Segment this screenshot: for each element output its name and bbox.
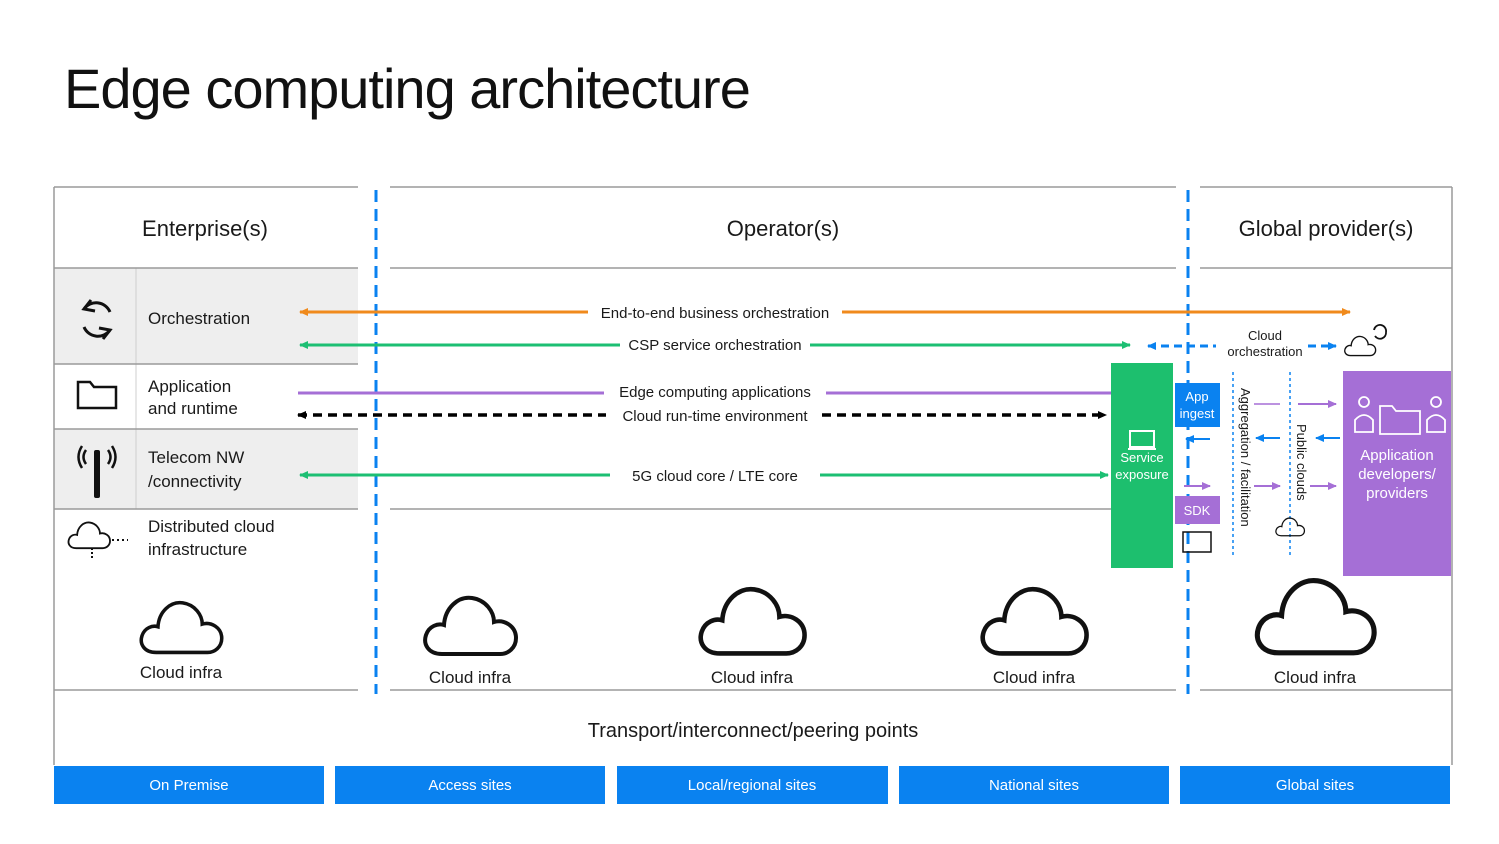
row-label-telecom: Telecom NW — [148, 448, 244, 467]
flow-label-csp: CSP service orchestration — [628, 337, 801, 354]
site-label-global: Global sites — [1276, 777, 1354, 794]
app-ingest-box — [1175, 383, 1220, 427]
site-access — [335, 766, 605, 804]
cloud-infra-label-enterprise: Cloud infra — [140, 663, 223, 682]
antenna-icon — [77, 445, 117, 498]
refresh-icon — [81, 299, 113, 340]
public-cloud-icon — [1275, 517, 1306, 537]
app-ingest-label-1: App — [1185, 389, 1208, 404]
cloud-infra-label-regional: Cloud infra — [711, 668, 794, 687]
public-clouds-label: Public clouds — [1294, 424, 1309, 501]
service-exposure-box — [1111, 363, 1173, 568]
cloud-sync-icon — [1344, 324, 1387, 357]
site-label-on-premise: On Premise — [149, 777, 228, 794]
cloud-infra-label-national: Cloud infra — [993, 668, 1076, 687]
aggregation-label: Aggregation / facilitation — [1238, 388, 1253, 527]
flow-label-cloud-orch-1: Cloud — [1248, 328, 1282, 343]
cloud-icon — [701, 589, 805, 653]
row-label-orchestration: Orchestration — [148, 309, 250, 328]
cloud-icon — [139, 600, 224, 655]
cloud-icon — [425, 598, 516, 654]
device-icon — [1182, 531, 1212, 553]
cloud-infra-label-access: Cloud infra — [429, 668, 512, 687]
cloud-icon — [1257, 581, 1374, 653]
site-bar: On Premise Access sites Local/regional s… — [54, 766, 1450, 804]
cloud-icon — [983, 589, 1087, 653]
app-ingest-label-2: ingest — [1180, 406, 1215, 421]
sdk-box — [1175, 496, 1220, 524]
monitor-icon — [1128, 430, 1156, 450]
site-regional — [617, 766, 888, 804]
site-national — [899, 766, 1169, 804]
site-label-regional: Local/regional sites — [688, 777, 816, 794]
row-label-runtime: and runtime — [148, 399, 238, 418]
column-header-enterprise: Enterprise(s) — [142, 216, 268, 241]
folder-icon — [76, 380, 118, 410]
cloud-infra-label-global: Cloud infra — [1274, 668, 1357, 687]
cloud-network-icon — [67, 521, 128, 558]
site-on-premise — [54, 766, 324, 804]
site-label-access: Access sites — [428, 777, 511, 794]
frame — [53, 186, 1453, 765]
row-label-connectivity: /connectivity — [148, 472, 242, 491]
column-header-operator: Operator(s) — [727, 216, 839, 241]
transport-label: Transport/interconnect/peering points — [588, 720, 919, 742]
column-header-global: Global provider(s) — [1239, 216, 1414, 241]
flow-label-edge-apps: Edge computing applications — [619, 384, 811, 401]
developers-label-1: Application — [1360, 447, 1433, 464]
flow-label-runtime: Cloud run-time environment — [622, 408, 808, 425]
site-global — [1180, 766, 1450, 804]
service-exposure-label-1: Service — [1120, 450, 1163, 465]
flow-label-cloud-orch-2: orchestration — [1227, 344, 1302, 359]
page-title: Edge computing architecture — [64, 57, 750, 120]
flow-label-core: 5G cloud core / LTE core — [632, 468, 798, 485]
developers-label-2: developers/ — [1358, 466, 1436, 483]
row-label-application: Application — [148, 377, 231, 396]
row-label-distributed: Distributed cloud — [148, 517, 275, 536]
row-label-infrastructure: infrastructure — [148, 540, 247, 559]
row-bg-telecom — [54, 429, 358, 509]
flow-label-e2e: End-to-end business orchestration — [601, 305, 829, 322]
developers-label-3: providers — [1366, 485, 1428, 502]
service-exposure-label-2: exposure — [1115, 467, 1168, 482]
user-icon — [1354, 396, 1446, 435]
sdk-label: SDK — [1184, 503, 1211, 518]
site-label-national: National sites — [989, 777, 1079, 794]
